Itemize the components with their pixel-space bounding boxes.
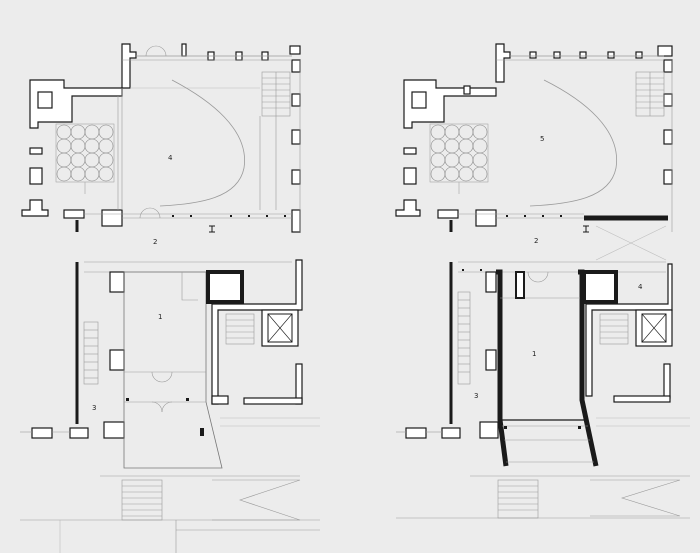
service-block-right (582, 263, 673, 403)
right-room-label-5: 5 (540, 135, 544, 143)
lower-columns-right (405, 427, 461, 439)
service-stair (225, 313, 255, 345)
plan-left (20, 43, 320, 553)
upper-doors (145, 45, 167, 57)
right-room-label-3: 3 (474, 392, 478, 400)
upper-stair-right (635, 60, 673, 232)
service-block (206, 259, 303, 405)
left-room-label-2: 2 (153, 238, 157, 246)
left-room-label-3: 3 (92, 404, 96, 412)
service-stair-right (599, 313, 629, 345)
hall-interior-lines (117, 60, 301, 232)
left-room-label-4: 4 (168, 154, 173, 162)
lower-left-stair (83, 321, 99, 385)
column-grid-right (429, 123, 489, 194)
upper-hall-walls-right (395, 43, 673, 227)
entrance-hall-1 (103, 271, 223, 469)
right-room-label-4: 4 (638, 283, 643, 291)
corridor-dots (172, 215, 286, 217)
curved-seating-outline-right (529, 79, 618, 207)
i-beam-marker (209, 225, 215, 233)
lower-left-stair-right (457, 291, 471, 385)
plan-right (395, 43, 690, 519)
column-grid (55, 123, 115, 194)
left-room-label-1: 1 (158, 313, 162, 321)
exterior-steps (20, 475, 320, 553)
i-beam-marker-right (583, 225, 589, 233)
right-room-label-2: 2 (534, 237, 538, 245)
curved-seating-outline (159, 79, 245, 207)
right-room-label-1: 1 (532, 350, 536, 358)
exterior-steps-right (396, 475, 690, 519)
lower-columns (31, 427, 89, 439)
corridor-dots-right (462, 215, 562, 271)
upper-stair (261, 71, 291, 117)
entrance-hall-1-right (479, 269, 599, 467)
